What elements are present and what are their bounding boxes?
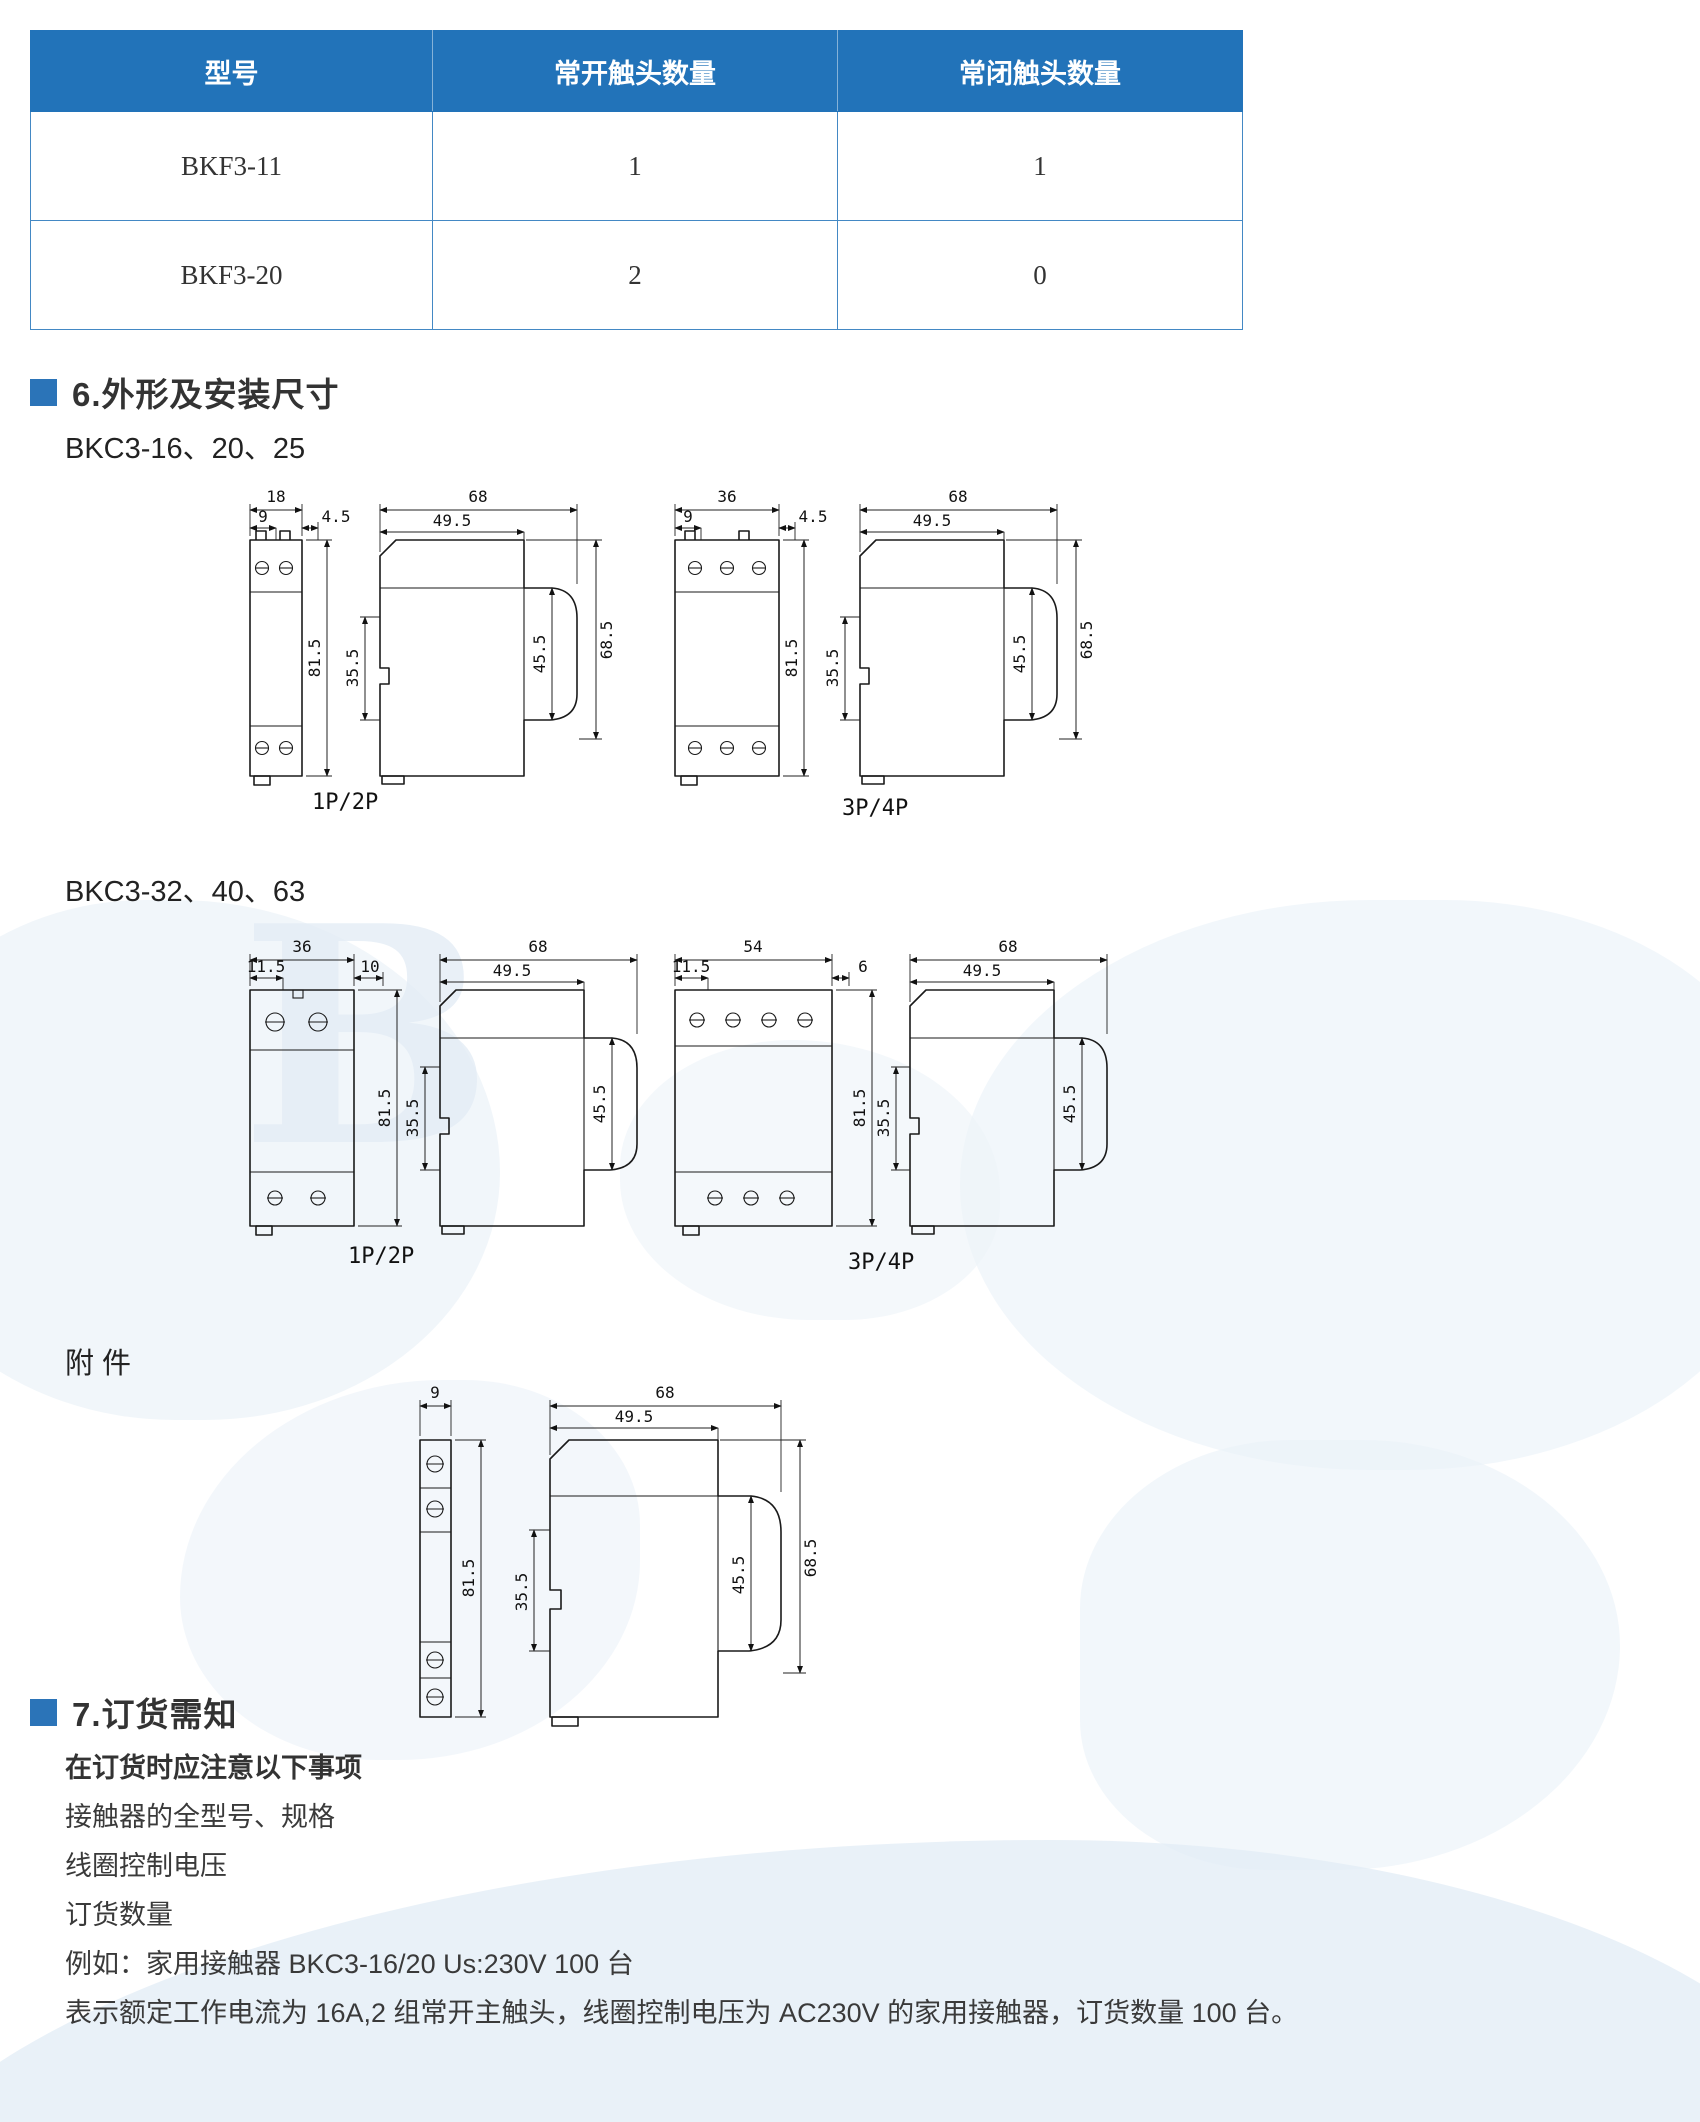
dimensions: 36 11.5 10 81.5 68 49.5 35.5 45.5 xyxy=(247,937,638,1227)
dim-label: 35.5 xyxy=(403,1099,422,1138)
dim-label: 49.5 xyxy=(963,961,1002,980)
cell-nc-count: 1 xyxy=(837,111,1243,221)
contact-count-table: 型号 常开触头数量 常闭触头数量 BKF3-11 1 1 BKF3-20 2 0 xyxy=(30,30,1243,330)
accessory-title: 附 件 xyxy=(65,1348,132,1380)
drawing-series1-3p4p: 36 9 4.5 81.5 68 49.5 35.5 45.5 xyxy=(674,487,1096,786)
side-view xyxy=(549,1439,782,1727)
watermark-shape xyxy=(960,900,1700,1470)
front-view xyxy=(674,989,833,1236)
dim-label: 36 xyxy=(717,487,736,506)
dim-label: 45.5 xyxy=(530,635,549,674)
dim-label: 18 xyxy=(266,487,285,506)
section6-heading: 6.外形及安装尺寸 xyxy=(30,368,340,416)
dim-label: 68 xyxy=(528,937,547,956)
cell-model: BKF3-20 xyxy=(30,220,433,330)
dim-label: 11.5 xyxy=(247,957,286,976)
section7-heading: 7.订货需知 xyxy=(30,1688,238,1736)
series1-title: BKC3-16、20、25 xyxy=(65,433,306,465)
dim-label: 6 xyxy=(858,957,868,976)
col-header-model: 型号 xyxy=(30,30,433,112)
dim-label: 68 xyxy=(655,1383,674,1402)
dim-label: 81.5 xyxy=(459,1559,478,1598)
dim-label: 68.5 xyxy=(1077,621,1096,660)
dimensions: 9 81.5 68 49.5 35.5 45.5 68.5 xyxy=(419,1383,820,1718)
ordering-notes: 在订货时应注意以下事项 接触器的全型号、规格 线圈控制电压 订货数量 例如：家用… xyxy=(65,1752,1298,2046)
dim-label: 49.5 xyxy=(493,961,532,980)
dim-label: 81.5 xyxy=(850,1089,869,1128)
watermark-shape xyxy=(180,1380,640,1760)
dim-label: 35.5 xyxy=(823,649,842,688)
watermark-shape xyxy=(620,1040,1000,1320)
front-view xyxy=(419,1439,452,1718)
cell-model: BKF3-11 xyxy=(30,111,433,221)
dim-label: 35.5 xyxy=(874,1099,893,1138)
table-row: BKF3-20 2 0 xyxy=(30,220,1243,330)
dim-label: 81.5 xyxy=(375,1089,394,1128)
dim-label: 35.5 xyxy=(512,1573,531,1612)
watermark-shape xyxy=(1080,1440,1620,1870)
col-header-no-contacts: 常开触头数量 xyxy=(432,30,838,112)
ordering-example: 例如：家用接触器 BKC3-16/20 Us:230V 100 台 xyxy=(65,1949,634,1979)
front-view xyxy=(249,530,303,786)
dim-label: 45.5 xyxy=(729,1556,748,1595)
dim-label: 9 xyxy=(683,507,693,526)
dim-label: 9 xyxy=(258,507,268,526)
dim-label: 36 xyxy=(292,937,311,956)
dim-label: 4.5 xyxy=(799,507,828,526)
ordering-item: 接触器的全型号、规格 xyxy=(65,1802,335,1832)
dim-label: 10 xyxy=(360,957,379,976)
dimensions: 54 11.5 6 81.5 68 49.5 35.5 45.5 xyxy=(672,937,1108,1227)
table-header-row: 型号 常开触头数量 常闭触头数量 xyxy=(30,30,1243,112)
dim-label: 35.5 xyxy=(343,649,362,688)
watermark-letter: B xyxy=(240,860,494,1213)
drawing-series2-3p4p: 54 11.5 6 81.5 68 49.5 35.5 45.5 xyxy=(672,937,1108,1236)
cell-no-count: 2 xyxy=(432,220,838,330)
dimensions: 36 9 4.5 81.5 68 49.5 35.5 45.5 xyxy=(674,487,1096,777)
dim-label: 45.5 xyxy=(1060,1085,1079,1124)
dim-label: 49.5 xyxy=(913,511,952,530)
ordering-note: 表示额定工作电流为 16A,2 组常开主触头，线圈控制电压为 AC230V 的家… xyxy=(65,1998,1299,2028)
blue-square-bullet xyxy=(30,378,57,406)
dim-label: 68 xyxy=(948,487,967,506)
cell-no-count: 1 xyxy=(432,111,838,221)
section7-title: 7.订货需知 xyxy=(72,1696,238,1733)
drawing-series2-1p2p: 36 11.5 10 81.5 68 49.5 35.5 45.5 xyxy=(247,937,638,1236)
dim-label: 54 xyxy=(743,937,762,956)
dim-label: 9 xyxy=(430,1383,440,1402)
cell-nc-count: 0 xyxy=(837,220,1243,330)
dim-label: 45.5 xyxy=(1010,635,1029,674)
dim-label: 11.5 xyxy=(672,957,711,976)
dim-label: 68 xyxy=(998,937,1017,956)
ordering-intro: 在订货时应注意以下事项 xyxy=(65,1753,362,1783)
ordering-item: 线圈控制电压 xyxy=(65,1851,227,1881)
caption-1p2p: 1P/2P xyxy=(312,790,379,815)
ordering-item: 订货数量 xyxy=(65,1900,173,1930)
dim-label: 81.5 xyxy=(782,639,801,678)
dim-label: 49.5 xyxy=(615,1407,654,1426)
caption-3p4p: 3P/4P xyxy=(842,796,909,821)
front-view xyxy=(249,989,355,1236)
caption-1p2p: 1P/2P xyxy=(348,1244,415,1269)
dim-label: 68.5 xyxy=(597,621,616,660)
dim-label: 49.5 xyxy=(433,511,472,530)
dim-label: 68 xyxy=(468,487,487,506)
drawing-series1-1p2p: 18 9 4.5 81.5 68 49.5 35.5 45.5 xyxy=(249,487,616,786)
drawing-accessory: 9 81.5 68 49.5 35.5 45.5 68.5 xyxy=(419,1383,820,1727)
section6-title: 6.外形及安装尺寸 xyxy=(72,376,340,413)
caption-3p4p: 3P/4P xyxy=(848,1250,915,1275)
dim-label: 45.5 xyxy=(590,1085,609,1124)
dim-label: 4.5 xyxy=(322,507,351,526)
blue-square-bullet xyxy=(30,1698,57,1726)
table-row: BKF3-11 1 1 xyxy=(30,111,1243,221)
dimensions: 18 9 4.5 81.5 68 49.5 35.5 45.5 xyxy=(249,487,616,777)
col-header-nc-contacts: 常闭触头数量 xyxy=(837,30,1243,112)
series2-title: BKC3-32、40、63 xyxy=(65,876,306,908)
dim-label: 81.5 xyxy=(305,639,324,678)
dim-label: 68.5 xyxy=(801,1539,820,1578)
front-view xyxy=(674,530,780,786)
svg-defs xyxy=(0,0,2,2)
